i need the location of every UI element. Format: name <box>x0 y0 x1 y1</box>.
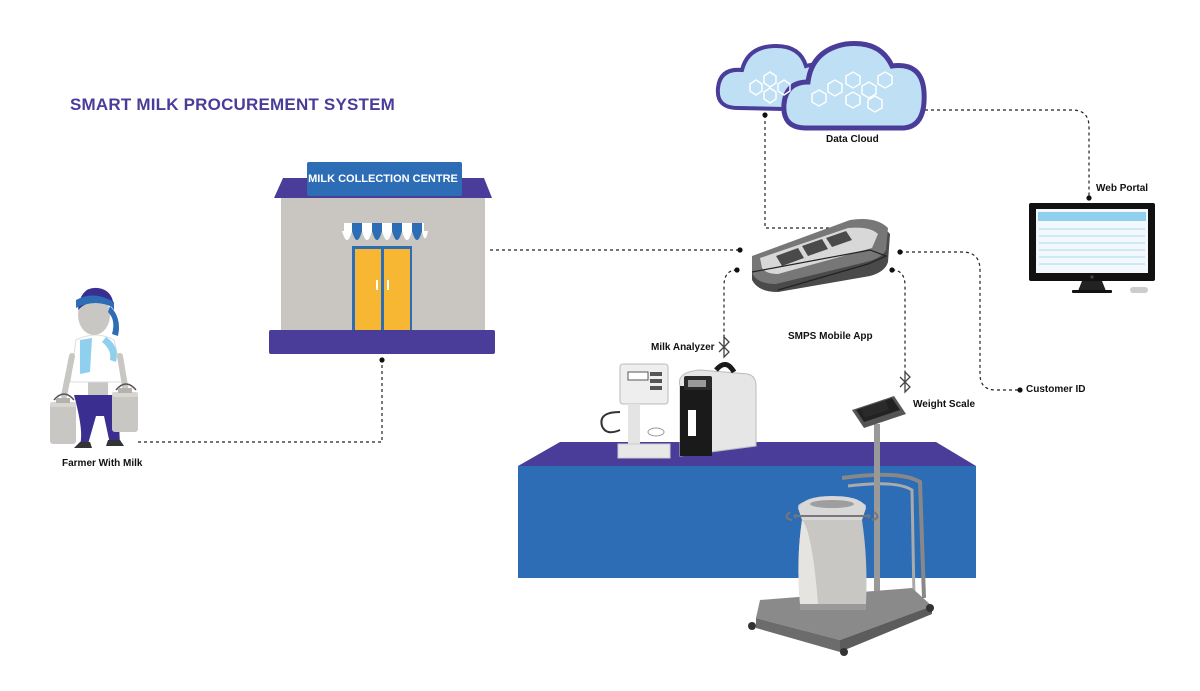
connector-cloud-webportal <box>925 109 1090 198</box>
connector-cloud-terminal <box>764 115 836 229</box>
milk-can-icon <box>112 383 138 432</box>
awning <box>342 223 428 240</box>
centre-sign-label: MILK COLLECTION CENTRE <box>308 173 458 185</box>
cloud-icon <box>715 40 927 131</box>
farmer-label: Farmer With Milk <box>62 458 143 469</box>
collection-table <box>518 442 976 578</box>
data-cloud-label: Data Cloud <box>826 134 879 145</box>
centre-sign <box>307 162 462 196</box>
collection-centre-building <box>269 162 495 354</box>
farmer-figure <box>50 287 138 448</box>
customer-id-label: Customer ID <box>1026 384 1086 395</box>
connector-farmer-centre <box>138 360 383 443</box>
connector-dots <box>379 112 1092 393</box>
mobile-app-label: SMPS Mobile App <box>788 331 873 342</box>
connector-lines <box>138 109 1090 443</box>
milk-analyzer-label: Milk Analyzer <box>651 342 715 353</box>
bluetooth-icon <box>899 370 911 394</box>
weight-scale-device <box>748 396 934 656</box>
weight-scale-label: Weight Scale <box>913 399 976 410</box>
page-title: SMART MILK PROCUREMENT SYSTEM <box>70 95 396 114</box>
centre-doors <box>352 246 412 330</box>
milk-analyzer-device <box>600 362 757 459</box>
web-portal-label: Web Portal <box>1096 183 1149 194</box>
connector-terminal-customer <box>900 251 1020 391</box>
pos-terminal-icon <box>751 219 890 292</box>
bluetooth-icon <box>718 335 730 359</box>
milk-can-icon <box>785 496 879 610</box>
connector-terminal-analyzer <box>723 269 738 345</box>
connector-terminal-scale <box>891 269 906 372</box>
monitor-icon <box>1029 203 1155 293</box>
milk-can-icon <box>50 393 76 444</box>
